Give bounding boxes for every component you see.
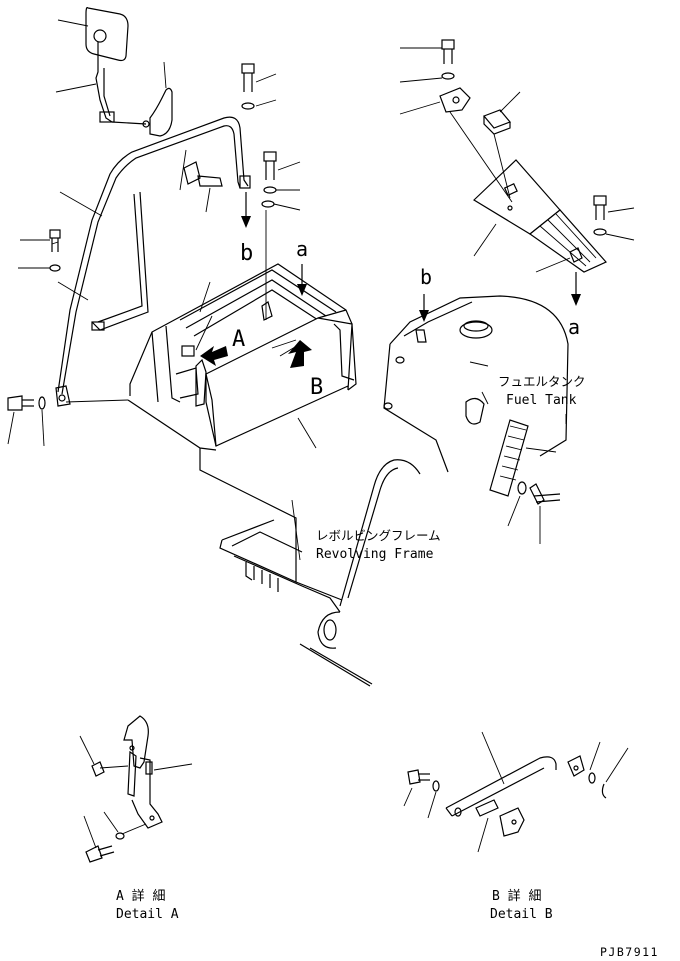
fuel-tank-label-jp: フュエルタンク [498, 374, 586, 389]
fuel-tank-step [489, 419, 561, 544]
detail-a-drawing [79, 715, 193, 863]
clamp-parts-top-right [399, 87, 521, 203]
detail-b-label-jp: B 詳 細 [492, 888, 541, 904]
bolt-left-1 [20, 229, 61, 252]
fuel-tank [383, 295, 569, 473]
detail-b-drawing [403, 731, 629, 853]
fuel-tank-label-en: Fuel Tank [506, 393, 577, 408]
marker-a-top: a [296, 237, 308, 261]
bolt-left-2 [7, 395, 129, 447]
arrow-b-top: b [240, 192, 253, 266]
detail-a-label-jp: A 詳 細 [116, 888, 165, 904]
detail-a-label-en: Detail A [116, 907, 179, 922]
bolt-top-right-1 [399, 39, 455, 83]
bolt-top-2 [261, 151, 301, 211]
handrail-bracket [179, 149, 223, 213]
cover-plate [473, 159, 607, 273]
tool-box: A B [127, 263, 357, 460]
revolving-frame-label-en: Revolving Frame [316, 547, 434, 562]
mirror-assembly [55, 7, 173, 137]
part-code: PJB7911 [600, 945, 659, 959]
arrow-b-right: b [419, 265, 432, 322]
revolving-frame [199, 459, 421, 687]
marker-a-right: a [568, 315, 580, 339]
marker-b-top: b [240, 241, 253, 266]
handrail [55, 116, 251, 407]
marker-b-right: b [420, 265, 432, 289]
washer-left-1 [18, 264, 61, 272]
revolving-frame-label-jp: レボルビングフレーム [316, 528, 441, 543]
bolt-top-1 [241, 63, 277, 110]
marker-B-view: B [310, 375, 323, 400]
detail-b-label-en: Detail B [490, 907, 553, 922]
bolt-top-right-2 [593, 195, 635, 241]
arrow-a-right: a [568, 272, 581, 339]
marker-A-view: A [232, 327, 245, 352]
